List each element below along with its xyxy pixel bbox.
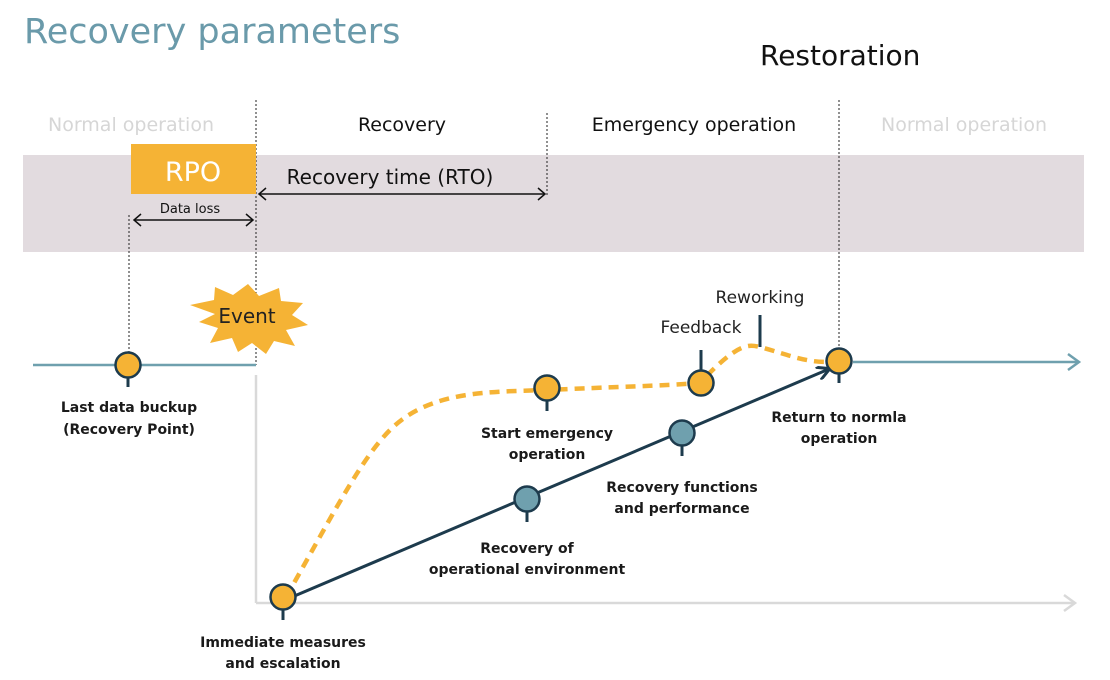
recovery-line: [284, 369, 829, 602]
label-immediate-2: and escalation: [225, 656, 340, 672]
label-return-normal-1: Return to normla: [771, 410, 906, 426]
emergency-curve: [284, 343, 839, 599]
label-immediate-1: Immediate measures: [200, 635, 366, 651]
label-start-emergency-2: operation: [509, 447, 586, 463]
event-burst: [190, 284, 308, 354]
label-return-normal-2: operation: [801, 431, 878, 447]
node-return-normal: [825, 347, 853, 375]
phase-recovery: Recovery: [358, 114, 446, 136]
node-recovery-env: [513, 485, 541, 513]
rpo-label: RPO: [165, 157, 221, 188]
label-last-backup-2: (Recovery Point): [63, 422, 195, 438]
label-reworking: Reworking: [716, 288, 805, 308]
label-recovery-functions-1: Recovery functions: [606, 480, 757, 496]
node-feedback: [687, 369, 715, 397]
label-start-emergency-1: Start emergency: [481, 426, 613, 442]
node-immediate: [269, 583, 297, 611]
label-recovery-env-2: operational environment: [429, 562, 626, 578]
rto-arrow: [257, 187, 547, 201]
phase-normal-left: Normal operation: [48, 114, 214, 136]
restoration-label: Restoration: [760, 39, 920, 72]
phase-normal-right: Normal operation: [881, 114, 1047, 136]
data-loss-arrow: [132, 213, 255, 227]
axis-horizontal: [256, 593, 1078, 613]
node-recovery-functions: [668, 419, 696, 447]
page-title: Recovery parameters: [24, 12, 400, 52]
node-last-backup: [114, 351, 142, 379]
node-start-emergency: [533, 374, 561, 402]
data-loss-label: Data loss: [160, 202, 221, 217]
rpo-box: [131, 144, 256, 194]
label-recovery-functions-2: and performance: [614, 501, 749, 517]
phase-emergency: Emergency operation: [592, 114, 796, 136]
label-last-backup-1: Last data buckup: [61, 400, 197, 416]
label-recovery-env-1: Recovery of: [480, 541, 574, 557]
label-feedback: Feedback: [661, 318, 742, 338]
event-label: Event: [218, 304, 275, 328]
rto-label: Recovery time (RTO): [287, 165, 494, 189]
timeline-right: [853, 352, 1082, 372]
